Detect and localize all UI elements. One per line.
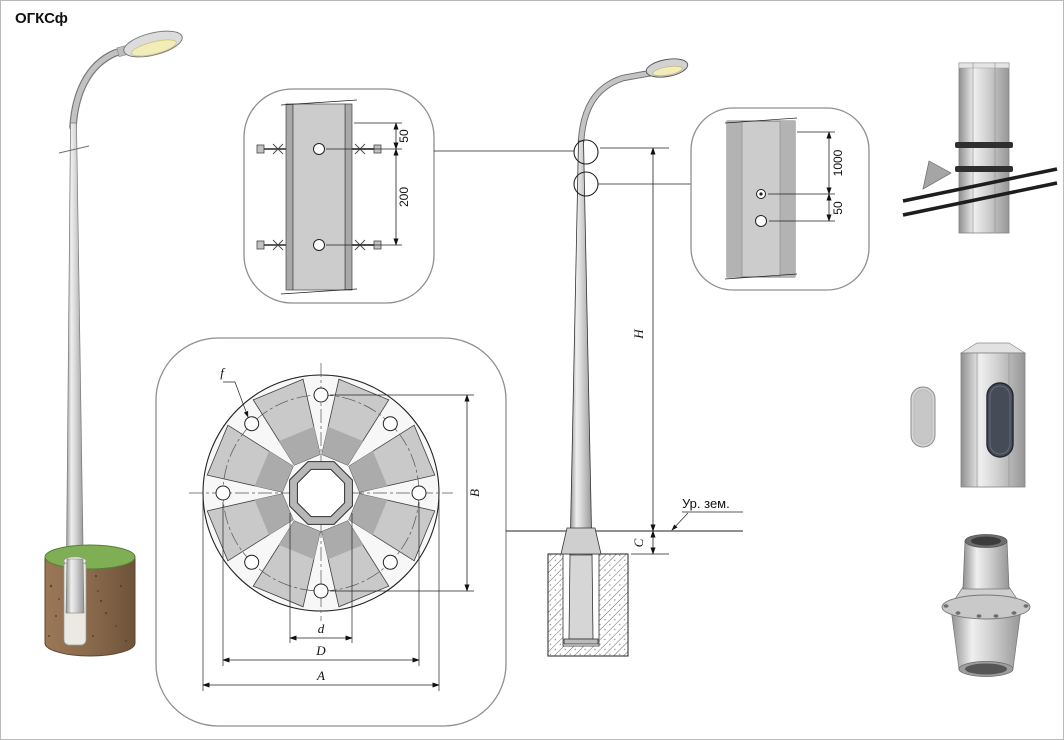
band-clamp-upper (955, 142, 1013, 148)
bracket-rod-upper (902, 167, 1058, 203)
pole-facet-left (727, 121, 742, 277)
elevation-luminaire (645, 58, 689, 78)
clamp-plate-left (285, 103, 294, 291)
pole-weld-seam (58, 145, 90, 154)
dim-A-label: A (316, 668, 325, 683)
pole-shaft-render (65, 122, 85, 612)
pole-base-plate (563, 638, 599, 645)
clamp-detail-callout: 50 200 (243, 88, 435, 304)
ground-level-callout: Ур. зем. (671, 496, 743, 531)
dim-B-group: B (330, 394, 482, 592)
clamp-hole-upper (313, 143, 325, 155)
dim-B-label: B (467, 489, 482, 497)
door-segment-top (959, 342, 1027, 354)
elevation-base-shell (560, 527, 602, 555)
gusset-plates (206, 378, 436, 608)
dim-1000-label: 1000 (831, 149, 845, 176)
break-line-bottom (280, 288, 358, 295)
dim-1000-group: 1000 (768, 131, 845, 195)
bracket-arm (70, 46, 132, 130)
detail-marker-upper (573, 139, 599, 165)
dim-C-group: C (631, 530, 669, 555)
pole-elevation-drawing: H C Ур. зем. (434, 58, 743, 657)
dim-50-offset-group: 50 (769, 193, 845, 222)
base-flange-holes (943, 604, 1029, 618)
clamp-hole-lower (313, 239, 325, 251)
wedge-clamp (922, 160, 952, 190)
door-cover-inner (913, 389, 933, 445)
elevation-arm (578, 70, 654, 145)
dim-C-label: C (631, 538, 646, 547)
earthing-bolt-center (759, 192, 763, 196)
door-opening (986, 382, 1014, 458)
base-flange-disc (941, 594, 1031, 620)
break-line-top (280, 99, 358, 106)
dim-d-group: d (289, 513, 353, 643)
pole-embedded-part (65, 558, 85, 614)
dim-50-label: 50 (397, 129, 411, 143)
access-door-render (910, 342, 1027, 488)
ground-level-label: Ур. зем. (682, 496, 730, 511)
dim-200-label: 200 (397, 187, 411, 207)
foundation-grass-top (44, 544, 136, 570)
dim-50-group: 50 (326, 122, 411, 150)
dim-A-group: A (202, 499, 440, 691)
break-line-bottom (724, 273, 798, 280)
dim-200-group: 200 (326, 148, 411, 246)
detail-marker-lower (573, 171, 599, 197)
banner-bracket-render (902, 62, 1058, 234)
door-opening-rim (989, 385, 1011, 455)
dim-H-group: H (600, 147, 669, 532)
dim-D-label: D (315, 643, 326, 658)
elevation-arm-outline (577, 69, 655, 146)
bracket-rod-lower (902, 181, 1058, 217)
dim-f-label: f (220, 365, 226, 380)
dim-f-group: f (220, 365, 249, 418)
pole-facet-right (780, 121, 795, 277)
flange-plan-callout: f B d D A (155, 337, 507, 727)
pole-embedded-section (568, 553, 594, 640)
luminaire-lens (131, 39, 177, 57)
foundation-body (44, 556, 136, 657)
band-clamp-lower (955, 166, 1013, 172)
base-stub-opening (971, 536, 1001, 546)
dim-50-offset-label: 50 (831, 201, 845, 215)
dim-H-label: H (631, 329, 646, 340)
elevation-pole-shaft (569, 140, 593, 556)
base-shell-render (941, 534, 1031, 677)
pole-segment-top (958, 62, 1010, 69)
flange-bolt-holes (215, 387, 427, 599)
foundation-3d-render (44, 544, 136, 657)
luminaire-render (116, 30, 183, 58)
pole-octagon-inner (296, 468, 346, 518)
soil-speckles (48, 574, 128, 643)
base-stub-tube (962, 540, 1010, 590)
pole-3d-render (44, 30, 183, 657)
cable-entry-detail-callout: 1000 50 (690, 107, 870, 291)
drawing-title: ОГКСф (15, 10, 68, 27)
pole-section (292, 103, 346, 291)
cable-entry-hole (755, 215, 767, 227)
dim-d-label: d (318, 621, 325, 636)
break-line-top (724, 117, 798, 124)
clamp-plate-right (344, 103, 353, 291)
base-skirt-opening (965, 663, 1007, 675)
dim-D-group: D (222, 502, 420, 666)
